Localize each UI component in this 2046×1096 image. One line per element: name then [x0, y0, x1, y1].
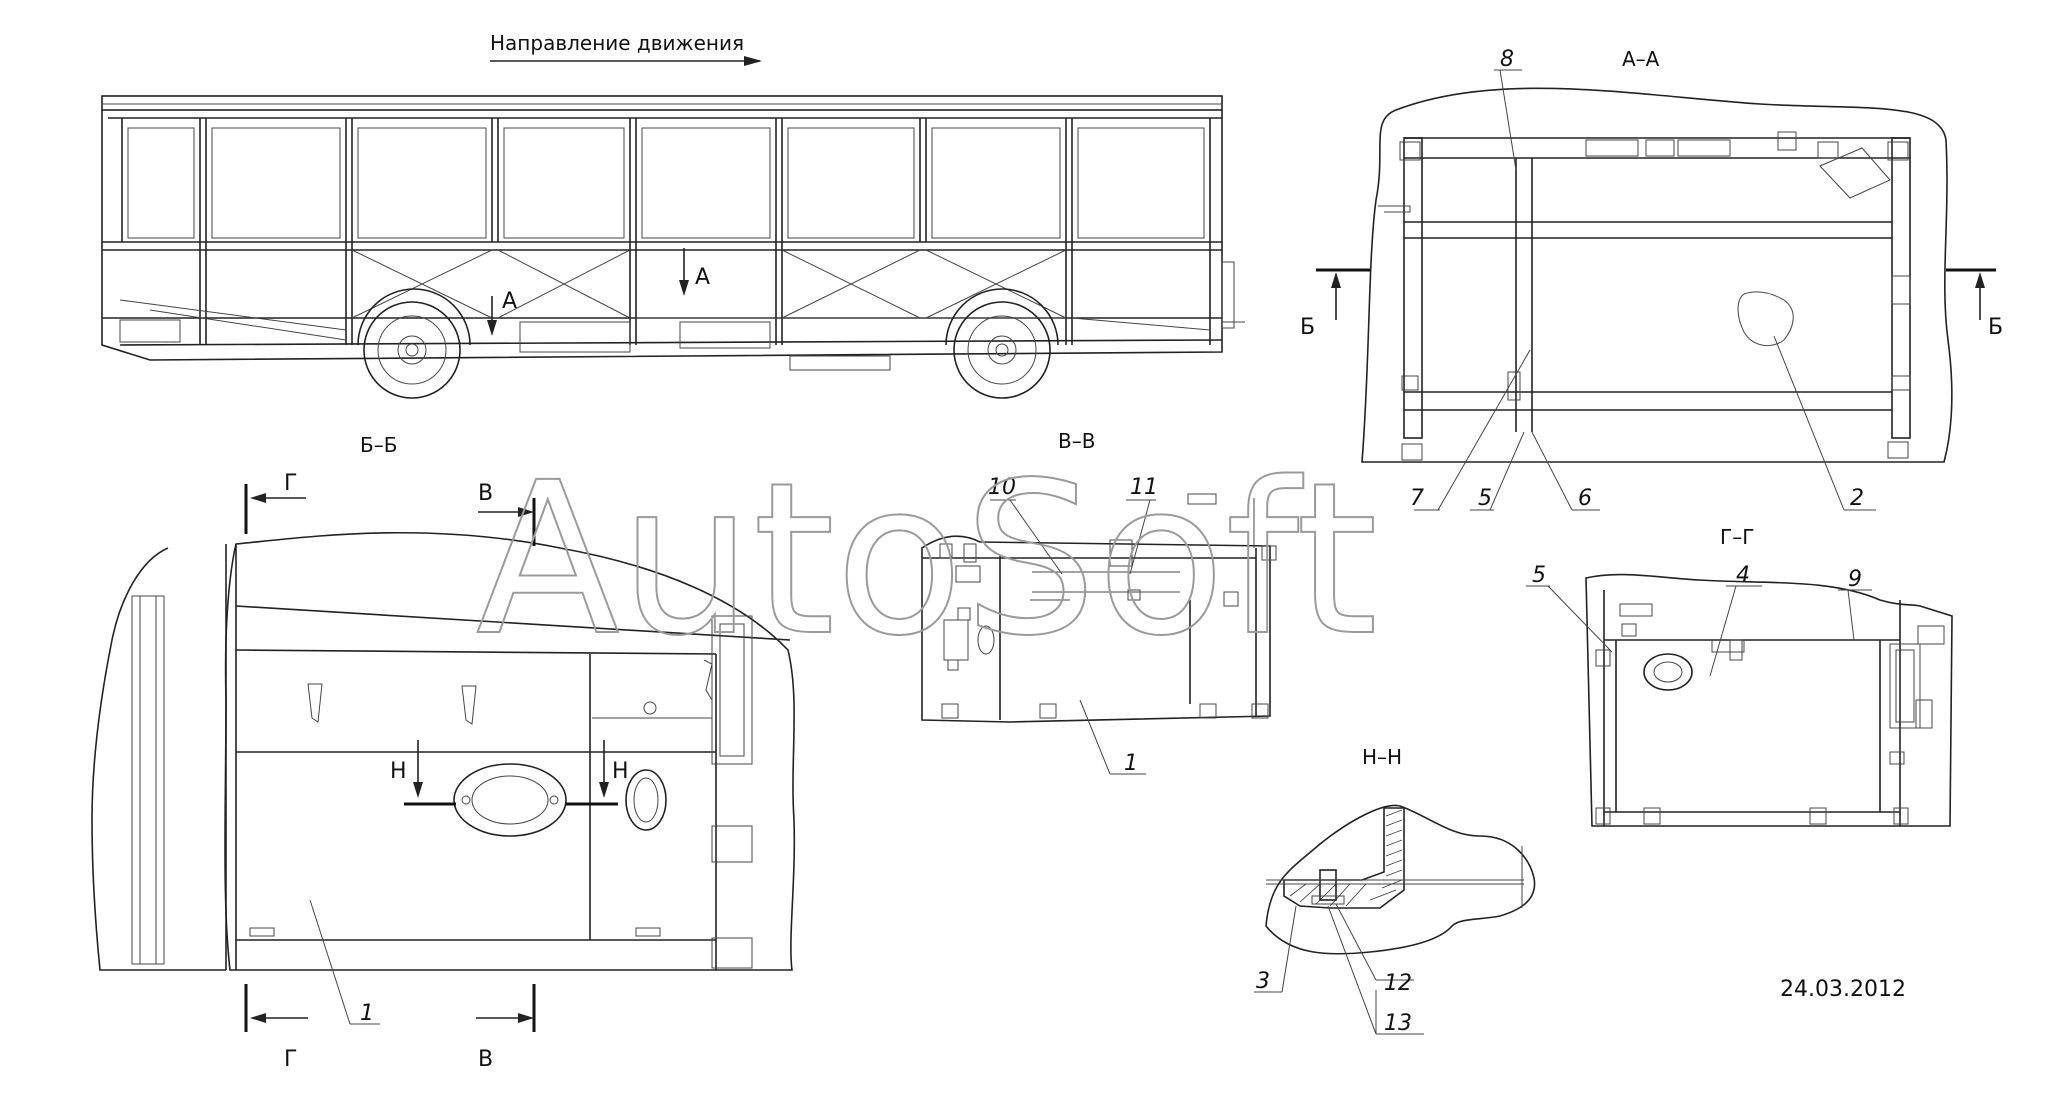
- section-a-view: Б Б 8 7 5 6 2: [1300, 47, 2003, 511]
- svg-text:А: А: [502, 289, 517, 314]
- section-a-arrow-rear: А: [679, 248, 710, 296]
- flange-left: [453, 763, 567, 837]
- section-b-marker-right: Б: [1946, 268, 2003, 340]
- section-g-view: 5 4 9: [1526, 563, 1953, 827]
- svg-text:В: В: [478, 1047, 493, 1072]
- section-n-title: Н–Н: [1362, 745, 1402, 769]
- svg-text:10: 10: [988, 475, 1016, 500]
- svg-text:В: В: [478, 481, 493, 506]
- svg-text:5: 5: [1532, 563, 1546, 588]
- svg-text:Н: Н: [390, 759, 407, 784]
- section-v-marker-bottom: В: [476, 984, 536, 1072]
- svg-text:А: А: [695, 265, 710, 290]
- section-n-marker-right: Н: [566, 740, 629, 806]
- flange-g: [1643, 653, 1693, 691]
- svg-text:Н: Н: [612, 759, 629, 784]
- svg-text:7: 7: [1410, 486, 1424, 511]
- svg-text:1: 1: [360, 1001, 374, 1026]
- drawing-date: 24.03.2012: [1780, 977, 1906, 1002]
- svg-text:4: 4: [1736, 563, 1750, 588]
- flange-right: [625, 769, 667, 831]
- section-a-arrow-front: А: [487, 289, 517, 336]
- direction-label: Направление движения: [490, 31, 744, 55]
- section-b-marker-left: Б: [1300, 268, 1370, 340]
- svg-text:13: 13: [1384, 1011, 1412, 1036]
- svg-text:2: 2: [1850, 486, 1864, 511]
- section-v-marker-top: В: [478, 481, 536, 546]
- section-g-marker-bottom: Г: [244, 984, 308, 1072]
- section-g-title: Г–Г: [1720, 525, 1754, 549]
- front-wheel: [357, 288, 471, 399]
- svg-text:9: 9: [1848, 567, 1862, 592]
- svg-text:Б: Б: [1300, 315, 1315, 340]
- svg-text:6: 6: [1578, 486, 1592, 511]
- svg-text:1: 1: [1124, 751, 1138, 776]
- section-v-view: 10 11 1: [921, 475, 1277, 776]
- svg-text:5: 5: [1478, 486, 1492, 511]
- svg-text:11: 11: [1130, 475, 1158, 500]
- section-n-view: 3 12 13: [1254, 804, 1536, 1036]
- section-b-title: Б–Б: [360, 433, 397, 457]
- weld-hatch: [1283, 807, 1405, 909]
- svg-text:Б: Б: [1988, 315, 2003, 340]
- direction-arrow: [490, 56, 762, 66]
- svg-text:12: 12: [1384, 971, 1412, 996]
- svg-text:8: 8: [1500, 47, 1514, 72]
- svg-text:3: 3: [1256, 969, 1270, 994]
- section-b-view: Н Н Г Г В: [91, 471, 796, 1072]
- rear-wheel: [945, 288, 1059, 399]
- bus-side-view: А А: [101, 95, 1245, 399]
- section-a-title: А–А: [1622, 47, 1660, 71]
- section-n-marker-left: Н: [390, 740, 456, 806]
- autosoft-watermark: AutoSoft: [476, 437, 1378, 682]
- section-g-marker-top: Г: [244, 471, 306, 534]
- section-v-title: В–В: [1058, 429, 1095, 453]
- svg-text:Г: Г: [284, 1047, 297, 1072]
- svg-text:Г: Г: [284, 471, 297, 496]
